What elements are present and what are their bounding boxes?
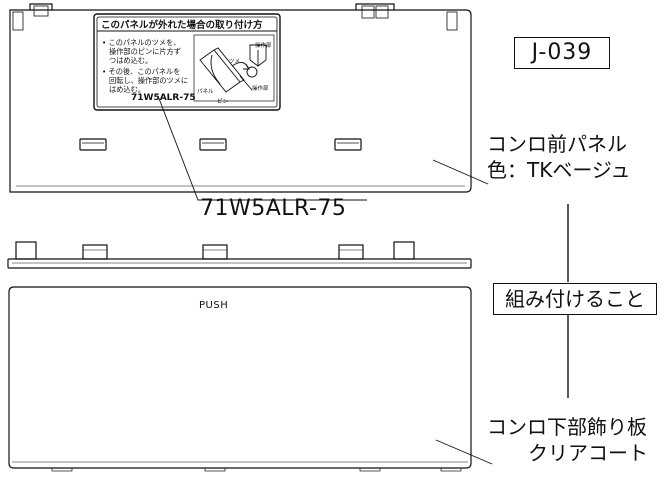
sticker-title: このパネルが外れた場合の取り付け方	[101, 20, 263, 31]
side-view-strip	[7, 241, 472, 269]
drawing-code-label: J-039	[514, 37, 610, 69]
front-panel-name: コンロ前パネル	[487, 132, 627, 156]
sticker-bullet2-line1: • その後、このパネルを	[102, 67, 181, 76]
lower-panel-name: コンロ下部飾り板	[487, 415, 647, 439]
sticker-bullet1-line3: つはめ込む。	[109, 56, 153, 65]
sticker-illustration	[199, 44, 267, 93]
lower-panel-outline	[8, 286, 472, 472]
instruction-sticker	[93, 13, 281, 111]
push-marking: PUSH	[199, 300, 229, 311]
front-panel-leader	[432, 159, 489, 185]
front-panel-outline	[9, 3, 472, 193]
sticker-bullet1-line1: • このパネルのツメを、	[102, 38, 181, 47]
part-number-label: 71W5ALR-75	[200, 196, 347, 221]
sticker-bullet2-line3: はめ込む。	[109, 85, 145, 94]
lower-panel-finish: クリアコート	[528, 441, 648, 465]
lower-panel-leader	[435, 439, 493, 465]
sticker-part-number: 71W5ALR-75	[131, 93, 196, 103]
illustration-label-panel: パネル	[197, 89, 214, 95]
front-panel-slots	[79, 138, 362, 151]
sticker-bullet2-line2: 回転し、操作部のツメに	[109, 76, 189, 85]
part-number-leader	[157, 95, 367, 201]
illustration-label-tab: ツメ	[229, 59, 241, 65]
assembly-note: 組み付けること	[493, 283, 657, 315]
front-panel-color: 色：TKベージュ	[487, 158, 631, 182]
illustration-label-operation: 操作部	[255, 43, 272, 49]
illustration-label-pin: ピン	[217, 99, 229, 105]
sticker-bullet1-line2: 操作部のピンに片方ず	[109, 47, 181, 56]
illustration-label-operation-2: 操作部	[252, 86, 269, 92]
